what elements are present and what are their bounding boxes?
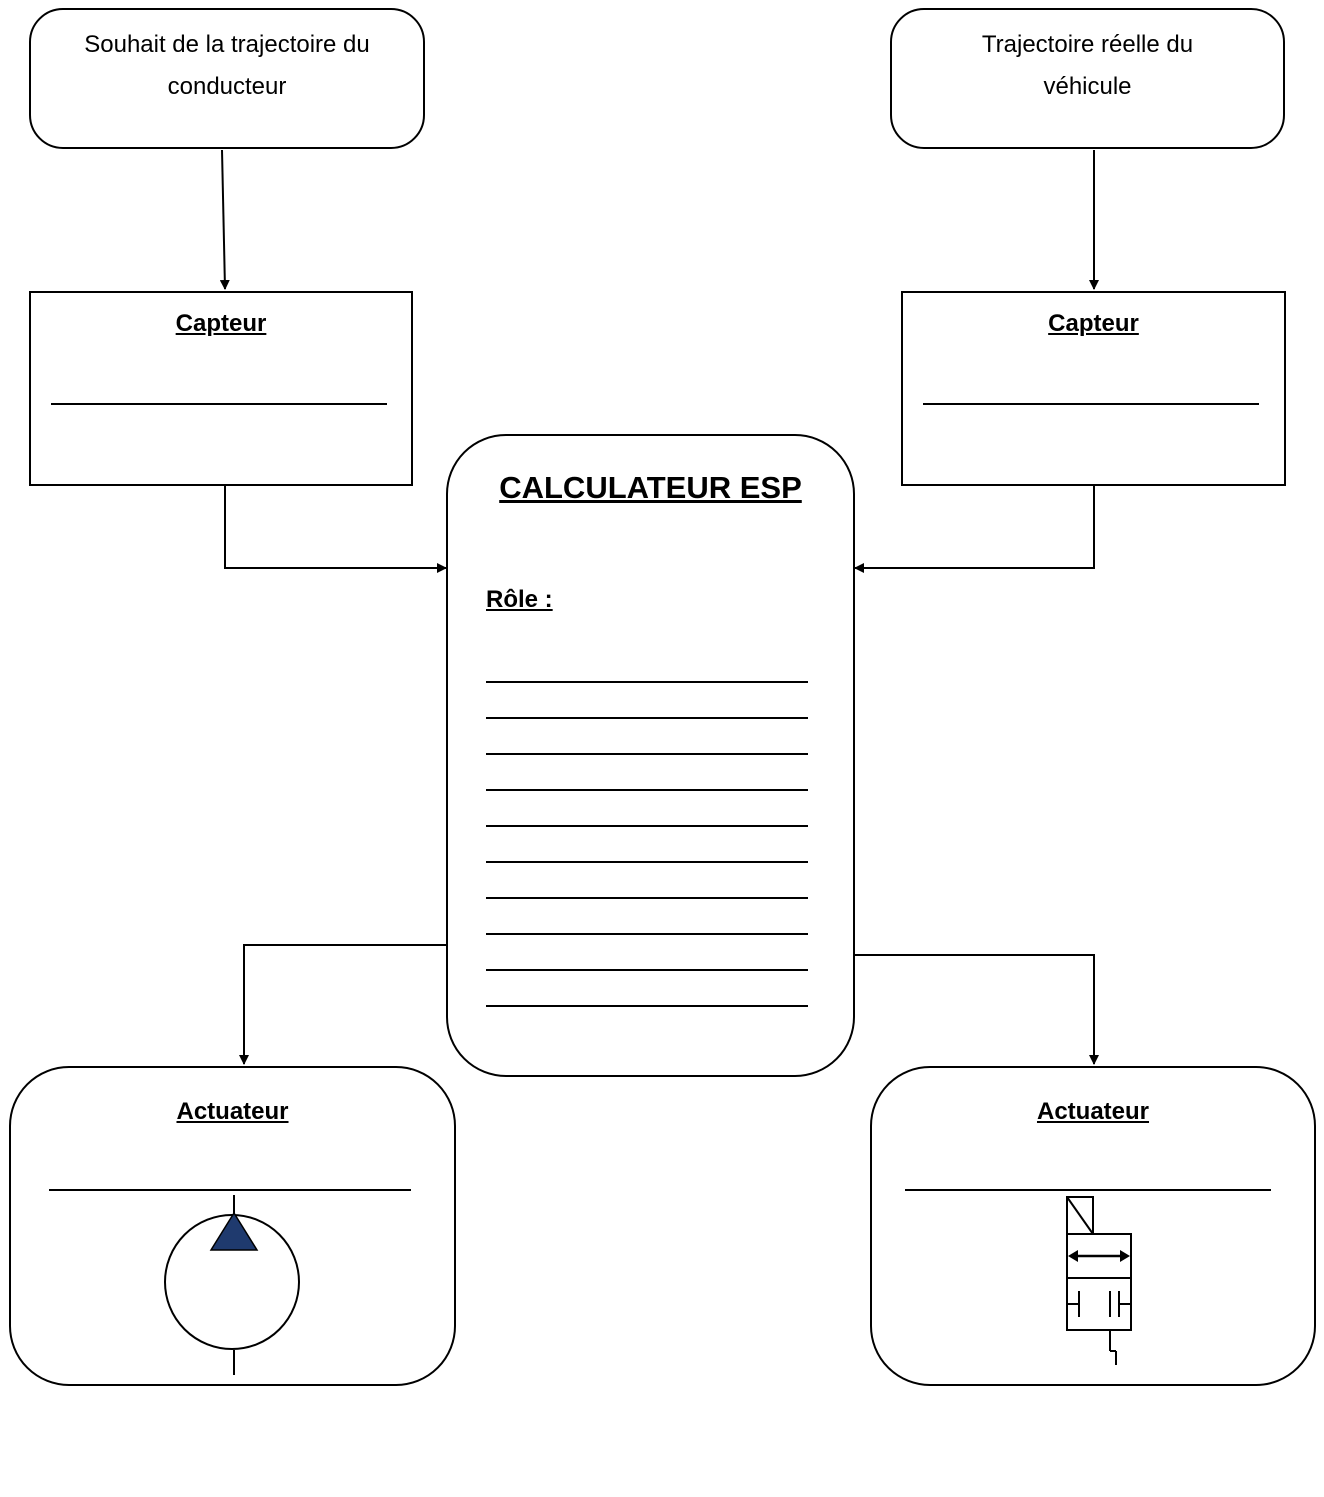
sensor-left-title: Capteur (175, 310, 267, 337)
ecu-answer-line[interactable] (486, 681, 808, 683)
ecu-answer-line[interactable] (486, 897, 808, 899)
actuator-right-title: Actuateur (1036, 1098, 1150, 1125)
hydraulic-pump-symbol (164, 1195, 300, 1375)
ecu-role-label: Rôle : (486, 586, 553, 613)
ecu-answer-line[interactable] (486, 933, 808, 935)
ecu-title: CALCULATEUR ESP (499, 470, 802, 505)
driver-wish-label: Souhait de la trajectoire du conducteur (84, 31, 370, 100)
sensor-left-answer-line[interactable] (51, 403, 387, 405)
arrow-sensor-right-to-ecu (854, 486, 1095, 573)
pump-triangle-icon (209, 1211, 259, 1251)
actuator-left-answer-line[interactable] (49, 1189, 411, 1191)
connector-wires (219, 149, 1099, 1065)
sensor-right-title: Capteur (1048, 310, 1139, 337)
actuator-left-title: Actuateur (176, 1098, 289, 1125)
ecu-answer-line[interactable] (486, 717, 808, 719)
sensor-box-left: Capteur (29, 291, 413, 486)
actuator-box-right: Actuateur (870, 1066, 1316, 1386)
driver-wish-box: Souhait de la trajectoire du conducteur (29, 8, 425, 149)
ecu-answer-line[interactable] (486, 789, 808, 791)
arrow-sensor-left-to-ecu (224, 486, 447, 573)
ecu-answer-line[interactable] (486, 1005, 808, 1007)
vehicle-trajectory-box: Trajectoire réelle du véhicule (890, 8, 1285, 149)
ecu-answer-line[interactable] (486, 753, 808, 755)
ecu-answer-line[interactable] (486, 825, 808, 827)
ecu-answer-line[interactable] (486, 861, 808, 863)
ecu-answer-line[interactable] (486, 969, 808, 971)
vehicle-trajectory-label: Trajectoire réelle du véhicule (981, 31, 1194, 100)
arrow-ecu-to-actuator-right (854, 954, 1099, 1065)
actuator-right-answer-line[interactable] (905, 1189, 1271, 1191)
solenoid-valve-icon (1066, 1196, 1132, 1365)
sensor-box-right: Capteur (901, 291, 1286, 486)
sensor-right-answer-line[interactable] (923, 403, 1259, 405)
arrow-ecu-to-actuator-left (239, 944, 447, 1065)
arrow-driver-to-sensor (219, 149, 230, 290)
ecu-box: CALCULATEUR ESP Rôle : (446, 434, 855, 1077)
